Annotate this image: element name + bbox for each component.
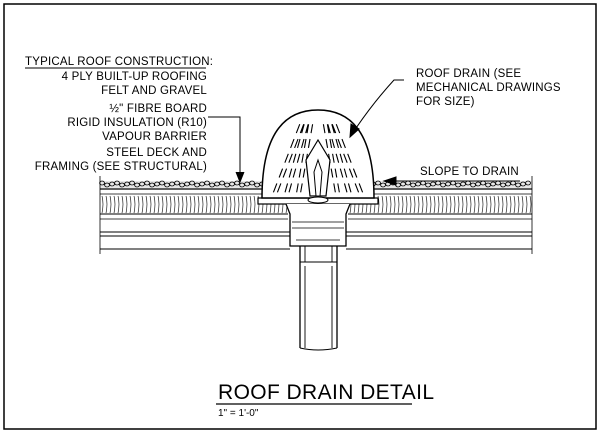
roof-drain-note-line: FOR SIZE) — [416, 96, 475, 108]
roof-drain-note-line: ROOF DRAIN (SEE — [416, 68, 521, 80]
drain-body — [285, 203, 351, 247]
construction-layer: VAPOUR BARRIER — [102, 131, 207, 143]
construction-layer: ½" FIBRE BOARD — [109, 103, 207, 115]
slope-to-drain-label: SLOPE TO DRAIN — [420, 166, 519, 178]
dome-slots — [272, 124, 364, 193]
construction-layer: RIGID INSULATION (R10) — [67, 117, 207, 129]
construction-layer: FRAMING (SEE STRUCTURAL) — [35, 161, 207, 173]
roof-drain — [257, 109, 379, 351]
detail-scale: 1" = 1'-0" — [218, 408, 259, 419]
sheet-border — [3, 3, 597, 430]
construction-heading: TYPICAL ROOF CONSTRUCTION: — [25, 56, 213, 68]
gravel-layer-right — [355, 180, 532, 188]
construction-note: TYPICAL ROOF CONSTRUCTION: 4 PLY BUILT-U… — [25, 56, 213, 173]
construction-layer: FELT AND GRAVEL — [101, 85, 207, 97]
roof-drain-note-line: MECHANICAL DRAWINGS — [416, 82, 561, 94]
roof-drain-leader — [351, 79, 404, 135]
construction-leader — [208, 116, 241, 181]
drain-pipe — [299, 246, 338, 351]
title-block: ROOF DRAIN DETAIL 1" = 1'-0" — [216, 381, 434, 419]
roof-drain-note: ROOF DRAIN (SEE MECHANICAL DRAWINGS FOR … — [416, 68, 561, 108]
leader-lines — [208, 79, 520, 186]
construction-layer: STEEL DECK AND — [106, 147, 207, 159]
detail-title: ROOF DRAIN DETAIL — [218, 381, 434, 404]
gravel-layer-left — [99, 180, 280, 188]
construction-layer: 4 PLY BUILT-UP ROOFING — [62, 71, 207, 83]
